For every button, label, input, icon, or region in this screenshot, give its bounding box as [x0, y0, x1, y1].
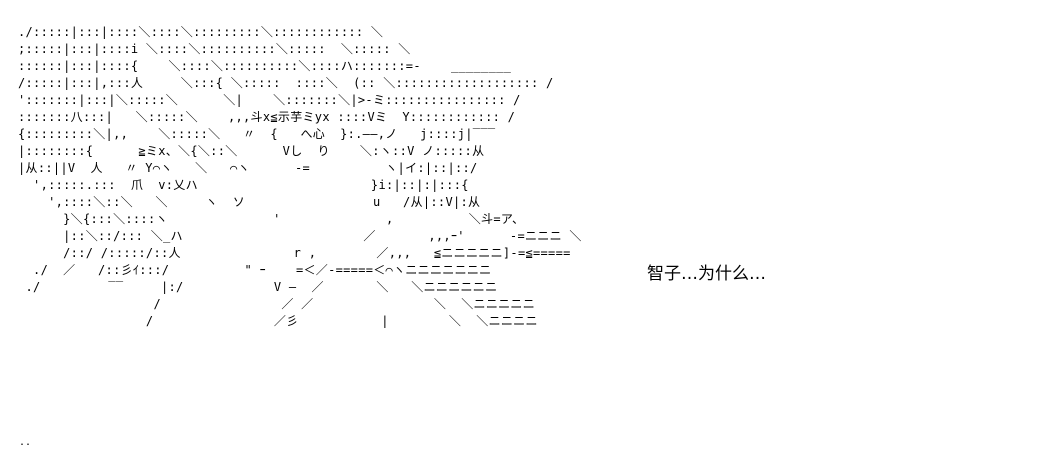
ascii-art-illustration: ./:::::|:::|::::＼::::＼:::::::::＼::::::::…	[18, 24, 582, 330]
ascii-art-line: ./ ‾‾ |:/ V ― ／ ＼ ＼ニニニニニニ	[18, 280, 498, 294]
ascii-art-line: /:::::|:::|,:::人 ＼:::{ ＼::::: ::::＼ (:: …	[18, 76, 554, 90]
ascii-art-line: {:::::::::＼|,, ＼:::::＼ 〃 { へ心 }:.――,ノ j:…	[18, 127, 496, 141]
ascii-art-line: ',::::＼::＼ ＼ ヽ ソ u /从|::V|:从	[18, 195, 481, 209]
ascii-art-line: /::/ /:::::/::人 r , ／,,, ≦ニニニニニ]-=≦=====	[18, 246, 571, 260]
ascii-art-line: ',:::::.::: 爪 v:乂ハ }i:|::|:|:::{	[18, 178, 469, 192]
ascii-art-line: / ／彡 | ＼ ＼ニニニニ	[18, 314, 538, 328]
ascii-art-line: / ／ ／ ＼ ＼ニニニニニ	[18, 297, 536, 311]
ascii-art-line: ':::::::|:::|＼:::::＼ ＼| ＼:::::::＼|>-ミ:::…	[18, 93, 521, 107]
ascii-art-line: ./ ／ /::彡ｲ:::/ " ｰ =＜／-=====＜⌒ヽニニニニニニニ	[18, 263, 492, 277]
ascii-art-line: |从::||V 人 〃 Y⌒ヽ ＼ ⌒ヽ -= ヽ|イ:|::|::/	[18, 161, 478, 175]
ascii-art-line: :::::::八:::| ＼:::::＼ ,,,斗x≦示芋ミyx ::::Vミ …	[18, 110, 516, 124]
ascii-art-line: }＼{:::＼::::ヽ ' , ＼斗=ア、	[18, 212, 525, 226]
caption-text: 智子…为什么…	[647, 264, 766, 284]
corner-dots: ..	[19, 437, 32, 448]
ascii-art-line: ./:::::|:::|::::＼::::＼:::::::::＼::::::::…	[18, 25, 384, 39]
ascii-art-line: ;:::::|:::|::::i ＼::::＼::::::::::＼::::: …	[18, 42, 411, 56]
ascii-art-line: |::::::::{ ≧ミx、＼{＼::＼ Vし り ＼:ヽ::V ノ:::::…	[18, 144, 485, 158]
ascii-art-line: ::::::|:::|::::{ ＼::::＼::::::::::＼::::ハ:…	[18, 59, 512, 73]
ascii-art-line: |::＼::/::: ＼_ハ ／ ,,,ｰ' -=ニニニ ＼	[18, 229, 582, 243]
